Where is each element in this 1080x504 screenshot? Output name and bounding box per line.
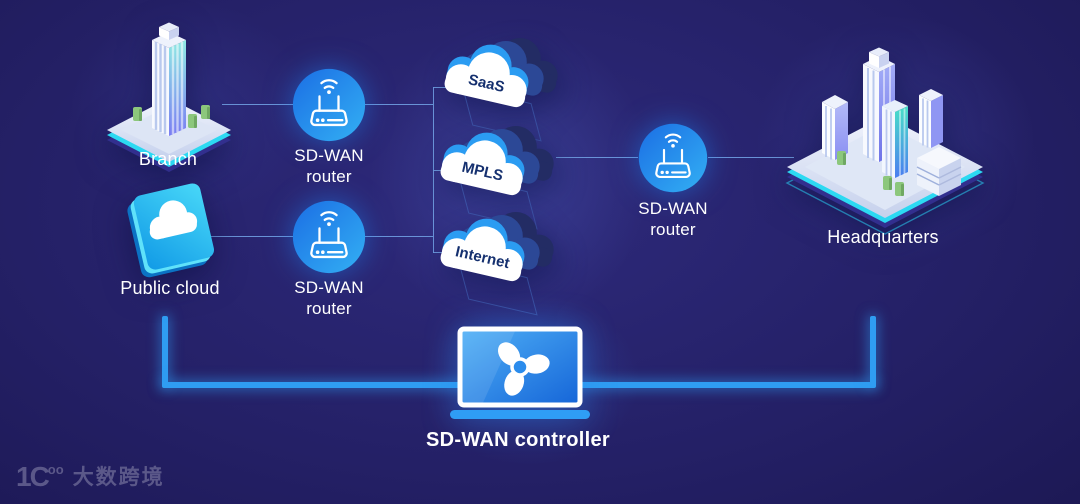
link-publiccloud-to-router-bottom — [210, 236, 302, 237]
link-router-top-to-bracket — [355, 104, 433, 105]
link-router-right-to-headquarters — [708, 157, 794, 158]
sdwan-router-bottom-label: SD-WAN router — [294, 278, 364, 318]
headquarters-label: Headquarters — [827, 227, 939, 247]
sdwan-router-top-label: SD-WAN router — [294, 146, 364, 186]
link-router-bottom-to-bracket — [355, 236, 433, 237]
controller-line-left-vertical — [162, 316, 168, 386]
branch-label: Branch — [138, 149, 198, 169]
sdwan-controller-label: SD-WAN controller — [426, 429, 610, 451]
tree-icon — [133, 105, 210, 128]
public-cloud-icon — [127, 183, 215, 278]
link-mpls-to-router-right — [556, 157, 638, 158]
sdwan-router-right-label: SD-WAN router — [638, 199, 708, 239]
tree-icon — [837, 151, 904, 196]
public-cloud-label: Public cloud — [120, 278, 220, 298]
internet-cloud-icon: Internet — [438, 203, 561, 316]
router-glyph — [310, 211, 348, 259]
controller-line-right-vertical — [870, 316, 876, 386]
router-glyph — [655, 133, 691, 178]
branch-building-icon — [107, 22, 231, 172]
mpls-cloud-icon: MPLS — [438, 117, 561, 230]
sdwan-router-top-icon — [292, 68, 366, 142]
sdwan-router-right-icon — [638, 123, 708, 193]
watermark: 1Ϲoo 大数跨境 — [16, 455, 165, 492]
sdwan-router-bottom-icon — [292, 200, 366, 274]
saas-cloud-icon: SaaS — [442, 29, 565, 142]
watermark-logo: 1Ϲoo — [16, 461, 64, 492]
fan-icon — [497, 342, 550, 396]
router-glyph — [310, 79, 348, 127]
headquarters-city-icon — [785, 47, 985, 235]
cloud-glyph — [149, 200, 198, 240]
watermark-text: 大数跨境 — [72, 466, 165, 489]
sdwan-controller-laptop-icon — [450, 326, 590, 419]
link-branch-to-router-top — [222, 104, 302, 105]
